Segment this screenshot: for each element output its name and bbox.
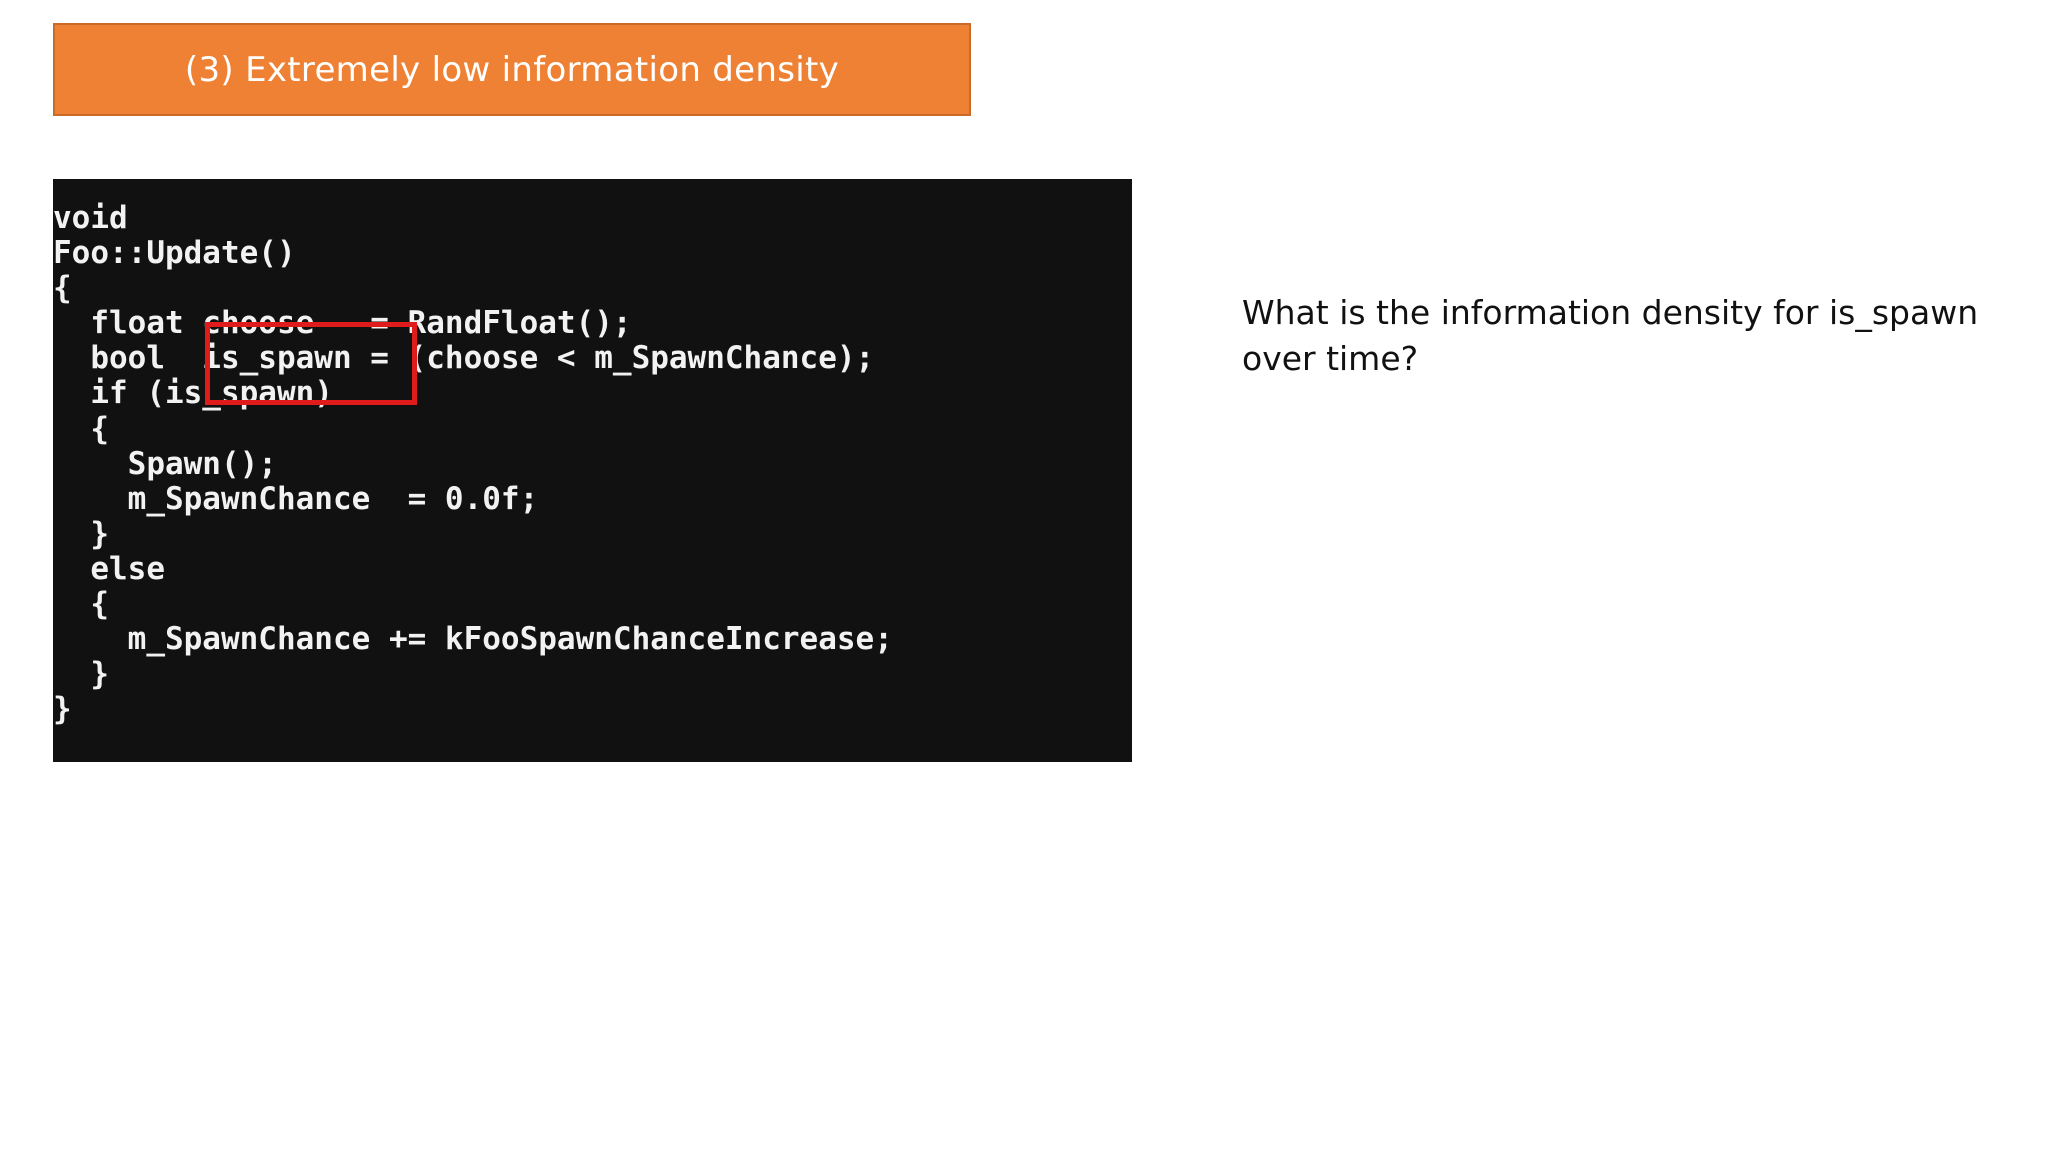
code-block: void Foo::Update() { float choose = Rand… <box>53 200 893 728</box>
question-text: What is the information density for is_s… <box>1242 293 1979 378</box>
code-screenshot: void Foo::Update() { float choose = Rand… <box>53 179 1132 762</box>
title-banner: (3) Extremely low information density <box>53 23 971 116</box>
is-spawn-highlight-box <box>205 322 417 405</box>
slide-title: (3) Extremely low information density <box>184 49 840 90</box>
